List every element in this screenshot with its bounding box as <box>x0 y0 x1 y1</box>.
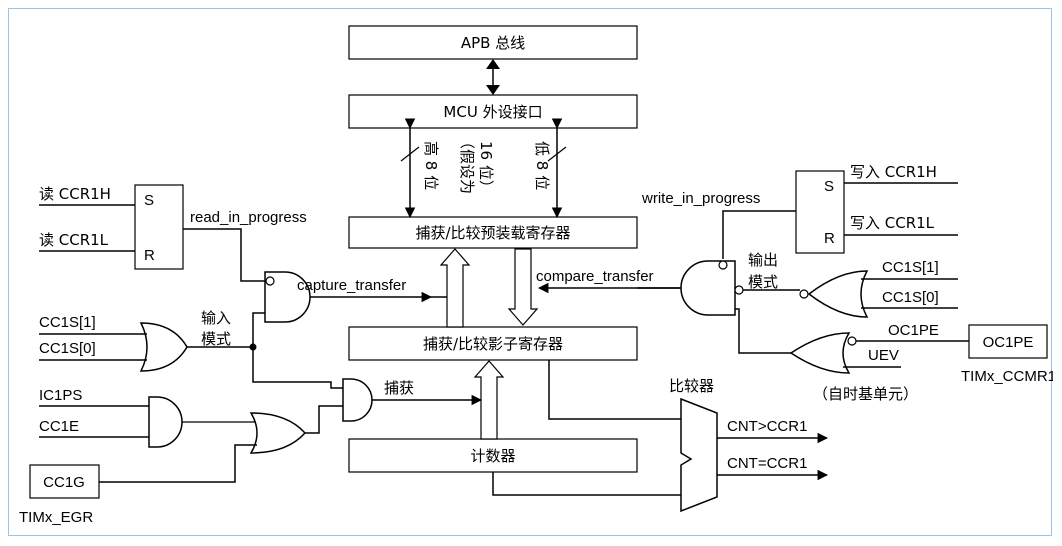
diagram-frame: APB 总线 MCU 外设接口 捕获/比较预装载寄存器 捕获/比较影子寄存器 计… <box>8 8 1053 536</box>
capture-transfer-label: capture_transfer <box>297 277 406 294</box>
oc1pe-box-label: OC1PE <box>983 334 1034 351</box>
cc1s0-input-label: CC1S[0] <box>39 340 96 357</box>
timx-ccmr1-label: TIMx_CCMR1 <box>961 368 1053 385</box>
comparator-label: 比较器 <box>669 377 714 395</box>
compare-transfer-label: compare_transfer <box>536 268 654 285</box>
high-8-bit-label: 高 8 位 <box>422 141 440 190</box>
oc1pe-input-label: OC1PE <box>888 322 939 339</box>
preload-register-box <box>348 216 638 249</box>
cc1g-box <box>29 464 100 499</box>
compare-and-inverter-bubble-top <box>718 260 728 270</box>
apb-mcu-bidirectional-arrow <box>486 59 500 95</box>
mcu-interface-label: MCU 外设接口 <box>443 103 542 121</box>
read-ccr1l-label: 读 CCR1L <box>39 231 109 249</box>
read-sr-latch <box>134 184 184 270</box>
output-mode-label-b: 模式 <box>748 273 778 291</box>
ic1ps-cc1e-and-gate <box>148 396 183 448</box>
capture-compare-channel-diagram: APB 总线 MCU 外设接口 捕获/比较预装载寄存器 捕获/比较影子寄存器 计… <box>19 25 1053 526</box>
apb-bus-box <box>348 25 638 60</box>
write-ccr1h-label: 写入 CCR1H <box>850 163 937 181</box>
read-ccr1h-label: 读 CCR1H <box>39 185 111 203</box>
input-mode-label-a: 输入 <box>201 309 231 327</box>
high-byte-bus <box>400 118 420 219</box>
capture-and-inverter-bubble <box>265 276 275 286</box>
output-mode-nor-gate <box>807 270 869 318</box>
preload-enable-nor-gate <box>789 332 851 374</box>
capture-and-gate <box>264 271 311 323</box>
input-mode-label-b: 模式 <box>201 330 231 348</box>
capture-enable-and-gate <box>342 378 373 422</box>
cc1g-label: CC1G <box>43 474 85 491</box>
write-latch-s: S <box>824 178 834 195</box>
capture-or-gate <box>249 412 307 454</box>
cc1s1-input-label: CC1S[1] <box>39 314 96 331</box>
counter-label: 计数器 <box>470 447 515 465</box>
preload-register-label: 捕获/比较预装载寄存器 <box>415 224 570 242</box>
apb-bus-label: APB 总线 <box>461 34 525 52</box>
cc1s1-output-label: CC1S[1] <box>882 259 939 276</box>
assume-16-label-a: （假设为 <box>458 134 476 194</box>
write-ccr1l-label: 写入 CCR1L <box>850 214 935 232</box>
compare-and-inverter-bubble-mid <box>734 285 744 295</box>
ic1ps-label: IC1PS <box>39 387 82 404</box>
mcu-interface-box <box>348 94 638 129</box>
write-latch-r: R <box>824 230 835 247</box>
capture-label: 捕获 <box>384 379 414 397</box>
capture-transfer-up-arrow <box>439 248 471 328</box>
from-timebase-label: （自时基单元） <box>813 385 918 403</box>
assume-16-label-b: 16 位） <box>477 141 495 195</box>
low-byte-bus <box>547 118 567 219</box>
write-sr-latch <box>795 170 845 254</box>
cnt-eq-ccr1-label: CNT=CCR1 <box>727 455 807 472</box>
cnt-gt-ccr1-label: CNT>CCR1 <box>727 418 807 435</box>
shadow-register-box <box>348 326 638 361</box>
shadow-register-label: 捕获/比较影子寄存器 <box>423 335 563 353</box>
uev-label: UEV <box>868 347 899 364</box>
write-in-progress-label: write_in_progress <box>641 190 760 207</box>
low-8-bit-label: 低 8 位 <box>533 141 551 190</box>
oc1pe-box <box>968 324 1048 359</box>
cc1s0-output-label: CC1S[0] <box>882 289 939 306</box>
input-mode-nor-gate <box>139 322 188 372</box>
timx-egr-label: TIMx_EGR <box>19 509 93 526</box>
read-in-progress-label: read_in_progress <box>190 209 307 226</box>
counter-to-shadow-up-arrow <box>473 360 505 440</box>
compare-and-gate <box>680 260 736 316</box>
output-mode-label-a: 输出 <box>748 251 778 269</box>
read-latch-r: R <box>144 247 155 264</box>
cc1e-label: CC1E <box>39 418 79 435</box>
preload-enable-inverted-input <box>847 336 857 346</box>
output-mode-nor-bubble <box>799 289 809 299</box>
read-latch-s: S <box>144 192 154 209</box>
comparator-block <box>680 397 718 513</box>
compare-transfer-down-arrow <box>507 248 539 326</box>
